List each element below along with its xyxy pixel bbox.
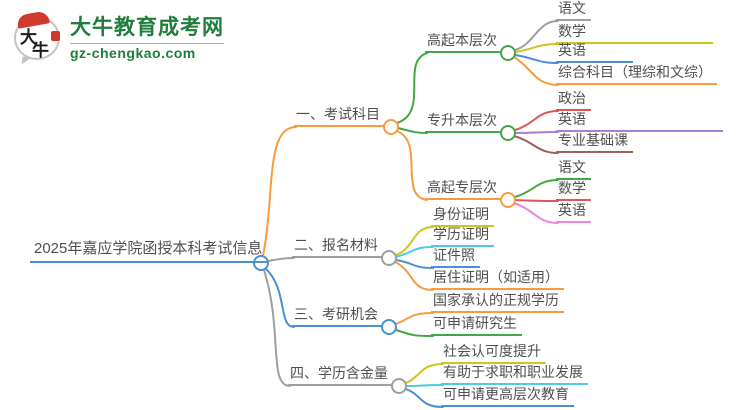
edge-root-degree-value (263, 269, 291, 387)
leaf-xl-shehui: 社会认可度提升 (441, 343, 546, 364)
daniu-bubble-icon: 大 牛 (12, 10, 62, 66)
edge-exam-zhuanshengben (397, 127, 428, 134)
node-postgrad (381, 319, 397, 335)
edge-xl-shehui (405, 363, 444, 384)
edge-gaoqiben-yuwen (514, 20, 559, 51)
edge-gqz-yuwen (514, 179, 559, 198)
edge-exam-gaoqiben (396, 52, 428, 124)
edge-zsb-zhuanye (513, 135, 559, 154)
node-zhuanshengben (500, 125, 516, 141)
branch-exam-subjects-label: 一、考试科目 (294, 106, 385, 127)
leaf-xl-jiaoyu: 可申请更高层次教育 (441, 386, 574, 407)
node-application-materials (381, 250, 397, 266)
logo-text-block: 大牛教育成考网 gz-chengkao.com (70, 11, 224, 61)
edge-gaoqiben-zonghe (513, 56, 559, 86)
node-gaoqizhuan-label: 高起专层次 (425, 179, 502, 200)
leaf-bm-zhengjianzhao: 证件照 (431, 247, 480, 268)
edge-gqz-shuxue (514, 199, 559, 202)
branch-degree-value-label: 四、学历含金量 (288, 365, 393, 386)
logo-char-2: 牛 (32, 41, 49, 60)
node-root (253, 255, 269, 271)
node-exam-subjects (383, 119, 399, 135)
leaf-bm-shenfen: 身份证明 (431, 206, 494, 227)
node-gaoqiben (500, 45, 516, 61)
leaf-gqz-yuwen: 语文 (556, 159, 591, 180)
edge-xl-qiuzhi (405, 384, 444, 387)
leaf-ky-guojia: 国家承认的正规学历 (431, 292, 564, 313)
logo-divider (70, 43, 224, 44)
leaf-gaoqiben-shuxue: 数学 (556, 23, 713, 44)
leaf-gaoqiben-zonghe: 综合科目（理综和文综） (556, 64, 717, 85)
edge-bm-juzhu (394, 261, 434, 291)
leaf-zsb-zhuanye: 专业基础课 (556, 132, 633, 153)
edge-root-application-materials (267, 257, 295, 262)
edge-ky-guojia (395, 312, 434, 325)
edge-gqz-yingyu (513, 202, 559, 224)
edge-ky-shenqing (395, 329, 434, 337)
edge-zsb-yingyu (514, 131, 559, 134)
node-gaoqizhuan (500, 192, 516, 208)
leaf-gaoqiben-yingyu: 英语 (556, 42, 633, 63)
branch-application-materials-label: 二、报名材料 (292, 237, 383, 258)
node-degree-value (391, 378, 407, 394)
leaf-gqz-yingyu: 英语 (556, 202, 591, 223)
root-node-label: 2025年嘉应学院函授本科考试信息 (30, 240, 269, 263)
edge-exam-gaoqizhuan (396, 130, 428, 201)
edge-bm-shenfen (395, 226, 434, 256)
edge-bm-zhengjianzhao (395, 259, 434, 269)
leaf-gqz-shuxue: 数学 (556, 180, 591, 201)
edge-bm-xueli (395, 246, 434, 258)
leaf-zsb-yingyu: 英语 (556, 111, 723, 132)
edge-gaoqiben-yingyu (514, 54, 559, 64)
site-domain: gz-chengkao.com (70, 45, 196, 61)
logo-char-1: 大 (20, 28, 37, 47)
edge-xl-jiaoyu (405, 388, 444, 408)
site-logo: 大 牛 大牛教育成考网 gz-chengkao.com (12, 10, 224, 66)
leaf-ky-shenqing: 可申请研究生 (431, 315, 522, 336)
bubble-tail (21, 56, 32, 66)
leaf-zsb-zhengzhi: 政治 (556, 90, 591, 111)
leaf-gaoqiben-yuwen: 语文 (556, 0, 591, 21)
edge-gaoqiben-shuxue (514, 43, 559, 53)
leaf-bm-xueli: 学历证明 (431, 226, 494, 247)
site-name: 大牛教育成考网 (70, 16, 224, 39)
red-seal-icon (51, 31, 60, 41)
edge-root-postgrad-opportunity (265, 268, 295, 328)
branch-postgrad-label: 三、考研机会 (292, 306, 383, 327)
leaf-bm-juzhu: 居住证明（如适用） (431, 269, 564, 290)
edge-zsb-zhengzhi (514, 110, 559, 131)
node-zhuanshengben-label: 专升本层次 (425, 112, 502, 133)
leaf-xl-qiuzhi: 有助于求职和职业发展 (441, 364, 588, 385)
node-gaoqiben-label: 高起本层次 (425, 32, 502, 53)
edge-root-exam-subjects (262, 126, 297, 257)
